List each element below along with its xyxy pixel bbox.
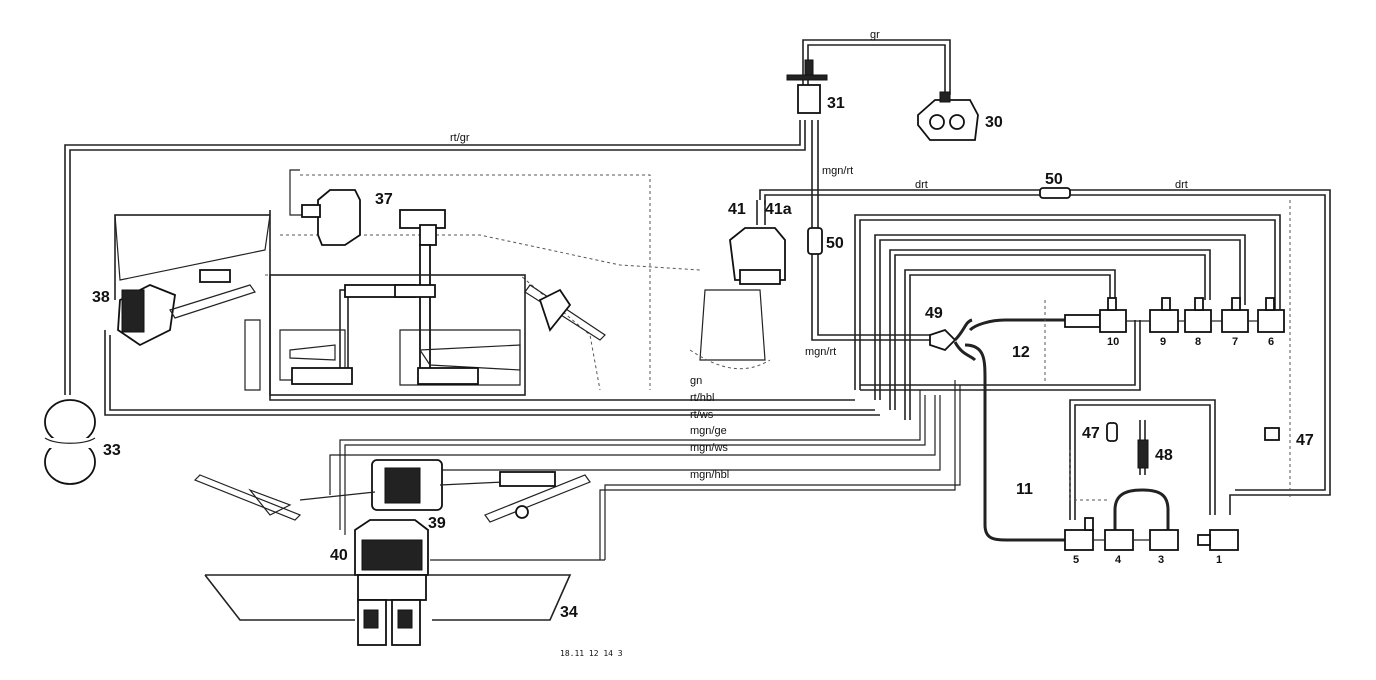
component-33-vacuum-reservoir: [44, 399, 96, 485]
callout-50-vertical: 50: [826, 235, 844, 252]
port-9: 9: [1160, 336, 1166, 348]
label-mgn-rt-horizontal: mgn/rt: [805, 346, 836, 358]
component-31-vacuum-connector: [786, 59, 828, 114]
label-mgn-ws: mgn/ws: [690, 442, 728, 454]
port-4: 4: [1115, 554, 1122, 566]
component-49-distributor: [929, 318, 977, 362]
vacuum-lines: [64, 39, 1331, 561]
component-34-trunk-floor: [204, 574, 572, 621]
component-11-distribution-block: [1064, 517, 1239, 551]
label-mgn-ge: mgn/ge: [690, 425, 727, 437]
port-7: 7: [1232, 336, 1238, 348]
label-rt-gr: rt/gr: [450, 132, 470, 144]
callout-11: 11: [1016, 481, 1033, 498]
callout-38: 38: [92, 289, 110, 306]
callout-50-horizontal: 50: [1045, 171, 1063, 188]
line-color-labels: gr rt/gr mgn/rt drt drt mgn/rt gn rt/hbl…: [450, 29, 1188, 481]
component-37-door-lock-element: [301, 189, 446, 371]
callout-49: 49: [925, 305, 943, 322]
callout-41a: 41a: [765, 201, 792, 218]
callout-40: 40: [330, 547, 348, 564]
door-mechanism-panel: [244, 274, 526, 396]
component-39-central-lock-actuator: [193, 459, 591, 523]
port-numbers: 10 9 8 7 6 5 4 3 1: [1073, 336, 1274, 566]
label-drt-left: drt: [915, 179, 928, 191]
label-gr: gr: [870, 29, 880, 41]
callout-39: 39: [428, 515, 446, 532]
port-8: 8: [1195, 336, 1201, 348]
port-3: 3: [1158, 554, 1164, 566]
figure-reference-code: 18.11 12 14 3: [560, 649, 623, 658]
callout-numbers: 30 31 33 34 37 38 39 40 41 41a 49 50 50 …: [92, 95, 1314, 621]
port-6: 6: [1268, 336, 1274, 348]
component-50-check-valve-horizontal: [1039, 187, 1071, 199]
component-41-switchover-valve: [689, 227, 786, 370]
label-mgn-hbl: mgn/hbl: [690, 469, 729, 481]
callout-48: 48: [1155, 447, 1173, 464]
port-10: 10: [1107, 336, 1119, 348]
component-30-vacuum-reservoir-valve: [917, 91, 979, 141]
callout-37: 37: [375, 191, 393, 208]
label-drt-right: drt: [1175, 179, 1188, 191]
component-40-vacuum-pump: [354, 519, 429, 646]
label-rt-hbl: rt/hbl: [690, 392, 714, 404]
component-12-distribution-block: [1064, 297, 1285, 333]
callout-41: 41: [728, 201, 746, 218]
component-38-fuel-filler-lock: [114, 214, 271, 347]
callout-47-right: 47: [1296, 432, 1314, 449]
callout-12: 12: [1012, 344, 1030, 361]
label-mgn-rt-vertical: mgn/rt: [822, 165, 853, 177]
component-48-check-valve: [1137, 439, 1149, 469]
callout-33: 33: [103, 442, 121, 459]
callout-30: 30: [985, 114, 1003, 131]
component-50-check-valve-vertical: [807, 227, 823, 255]
component-trunk-lock-arm: [524, 284, 606, 341]
component-47-vacuum-sensor-right: [1264, 427, 1280, 441]
label-gn: gn: [690, 375, 702, 387]
port-5: 5: [1073, 554, 1079, 566]
callout-34: 34: [560, 604, 578, 621]
label-rt-ws: rt/ws: [690, 409, 714, 421]
component-47-vacuum-sensor-left: [1106, 422, 1118, 442]
callout-31: 31: [827, 95, 845, 112]
callout-47-left: 47: [1082, 425, 1100, 442]
port-1: 1: [1216, 554, 1222, 566]
